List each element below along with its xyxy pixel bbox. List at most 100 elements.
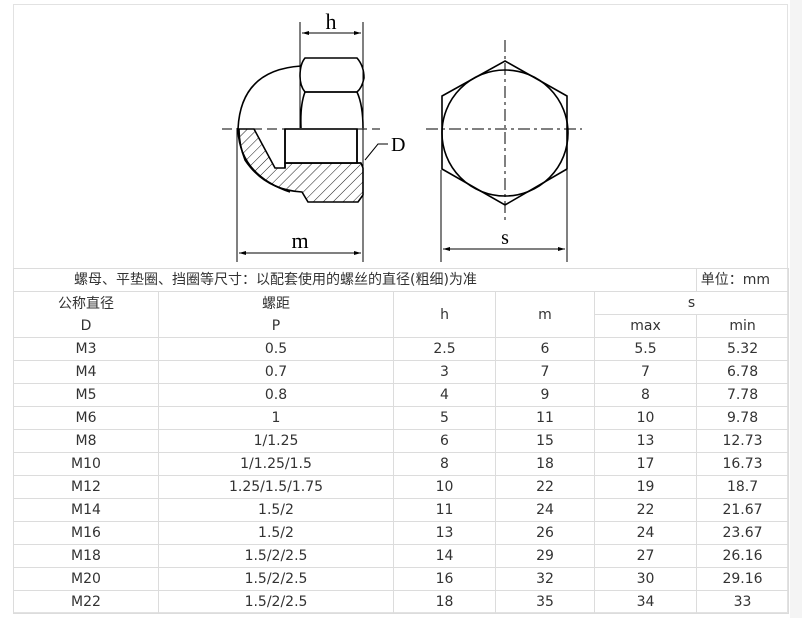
cell-h: 13 [393, 521, 496, 545]
cell-s-min: 26.16 [696, 544, 790, 568]
cell-p: 1/1.25/1.5 [158, 452, 394, 476]
cell-h: 6 [393, 429, 496, 453]
cell-m: 26 [495, 521, 595, 545]
cell-s-max: 10 [593, 406, 698, 430]
cell-d: M8 [13, 429, 159, 453]
cell-h: 18 [393, 590, 496, 614]
scrollbar-track[interactable] [790, 0, 802, 618]
cell-s-max: 30 [593, 567, 698, 591]
cell-m: 11 [495, 406, 595, 430]
cell-s-min: 21.67 [696, 498, 790, 522]
cell-s-min: 23.67 [696, 521, 790, 545]
cell-h: 11 [393, 498, 496, 522]
cell-d: M12 [13, 475, 159, 499]
cell-m: 9 [495, 383, 595, 407]
cell-h: 4 [393, 383, 496, 407]
header-s-max: max [593, 314, 698, 338]
label-m: m [291, 228, 308, 253]
unit-label: 单位：mm [696, 268, 790, 292]
header-diameter-label: 公称直径 [58, 295, 114, 312]
cell-m: 7 [495, 360, 595, 384]
table-title: 螺母、平垫圈、挡圈等尺寸：以配套使用的螺丝的直径(粗细)为准 [12, 268, 698, 292]
label-h: h [326, 9, 337, 34]
title-row: 螺母、平垫圈、挡圈等尺寸：以配套使用的螺丝的直径(粗细)为准 单位：mm [12, 268, 790, 292]
cell-h: 2.5 [393, 337, 496, 361]
cap-nut-drawing: h m D s [222, 9, 582, 262]
cell-m: 29 [495, 544, 595, 568]
header-row-2: max min [14, 314, 790, 338]
header-pitch-label: 螺距 [262, 295, 290, 312]
cell-p: 1/1.25 [158, 429, 394, 453]
cell-p: 1.25/1.5/1.75 [158, 475, 394, 499]
top-view [426, 40, 582, 262]
header-pitch: 螺距 P [158, 291, 394, 338]
side-view [222, 22, 388, 262]
cell-s-min: 16.73 [696, 452, 790, 476]
cell-s-max: 22 [593, 498, 698, 522]
cell-d: M3 [13, 337, 159, 361]
cell-s-max: 17 [593, 452, 698, 476]
cell-s-max: 7 [593, 360, 698, 384]
cell-p: 1.5/2 [158, 498, 394, 522]
cell-s-max: 5.5 [593, 337, 698, 361]
header-row-1: 公称直径 D 螺距 P h m s [13, 291, 790, 338]
cell-m: 15 [495, 429, 595, 453]
cell-s-max: 19 [593, 475, 698, 499]
cell-p: 0.7 [158, 360, 394, 384]
cell-h: 5 [393, 406, 496, 430]
cell-s-max: 24 [593, 521, 698, 545]
cell-m: 18 [495, 452, 595, 476]
cell-m: 24 [495, 498, 595, 522]
cell-m: 6 [495, 337, 595, 361]
cell-m: 35 [495, 590, 595, 614]
cell-d: M4 [13, 360, 159, 384]
cell-d: M14 [13, 498, 159, 522]
cell-s-min: 33 [696, 590, 790, 614]
cell-s-max: 34 [593, 590, 698, 614]
cell-d: M20 [13, 567, 159, 591]
label-s: s [501, 227, 509, 249]
cell-d: M6 [13, 406, 159, 430]
cell-s-min: 5.32 [696, 337, 790, 361]
cell-d: M10 [13, 452, 159, 476]
cell-p: 0.8 [158, 383, 394, 407]
cell-d: M16 [13, 521, 159, 545]
header-s: s [593, 291, 790, 315]
cell-s-min: 29.16 [696, 567, 790, 591]
cell-p: 1.5/2/2.5 [158, 590, 394, 614]
cell-p: 0.5 [158, 337, 394, 361]
cell-h: 14 [393, 544, 496, 568]
cell-h: 10 [393, 475, 496, 499]
header-pitch-symbol: P [271, 317, 281, 334]
cell-d: M18 [13, 544, 159, 568]
cell-p: 1.5/2/2.5 [158, 567, 394, 591]
cell-s-min: 12.73 [696, 429, 790, 453]
cell-s-max: 27 [593, 544, 698, 568]
cell-p: 1.5/2 [158, 521, 394, 545]
cell-p: 1.5/2/2.5 [158, 544, 394, 568]
label-D: D [391, 134, 405, 156]
header-diameter-symbol: D [80, 317, 92, 334]
cell-s-min: 9.78 [696, 406, 790, 430]
cell-s-min: 6.78 [696, 360, 790, 384]
cell-h: 3 [393, 360, 496, 384]
header-m: m [495, 291, 595, 338]
cell-h: 16 [393, 567, 496, 591]
cell-d: M22 [13, 590, 159, 614]
cell-m: 22 [495, 475, 595, 499]
cell-s-max: 8 [593, 383, 698, 407]
cell-s-min: 18.7 [696, 475, 790, 499]
cap-nut-spec-table: 螺母、平垫圈、挡圈等尺寸：以配套使用的螺丝的直径(粗细)为准 单位：mm 公称直… [12, 268, 790, 614]
